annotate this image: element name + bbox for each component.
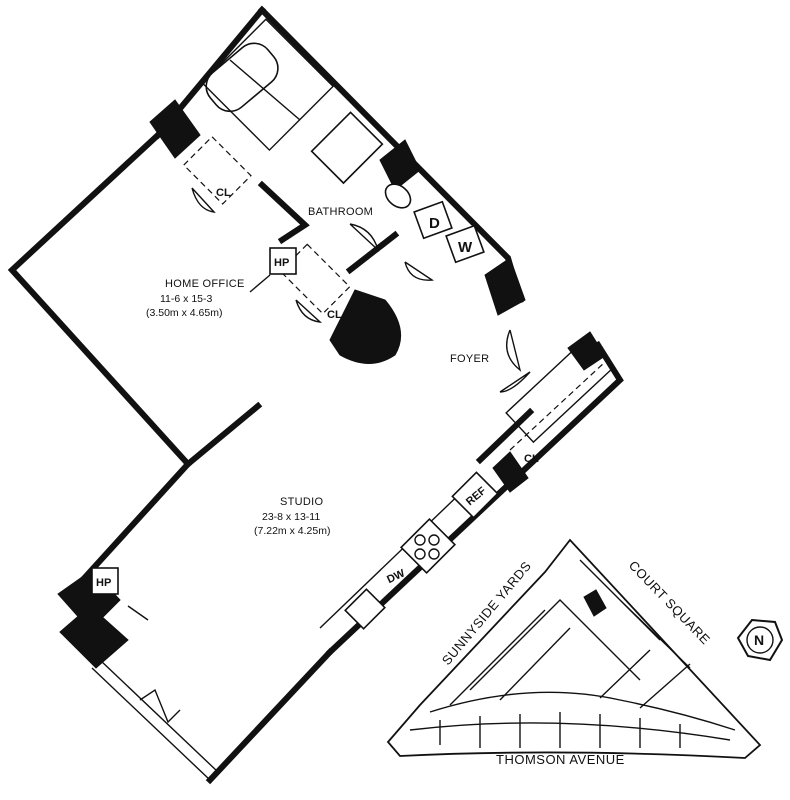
hp-arrow-office bbox=[249, 274, 271, 293]
compass-icon bbox=[736, 618, 784, 662]
burner-2 bbox=[428, 534, 440, 546]
dryer-label: D bbox=[429, 215, 440, 232]
toilet bbox=[384, 183, 412, 209]
site-map: SUNNYSIDE YARDS COURT SQUARE THOMSON AVE… bbox=[386, 538, 784, 767]
closet-bath bbox=[182, 135, 252, 205]
site-lower-blocks bbox=[409, 712, 731, 748]
studio-dim-metric: (7.22m x 4.25m) bbox=[254, 525, 330, 537]
dryer-box bbox=[413, 200, 453, 240]
stove bbox=[399, 517, 457, 575]
closet-foyer-rod bbox=[509, 361, 606, 451]
compass-ring bbox=[746, 626, 774, 654]
home-office-dim-metric: (3.50m x 4.65m) bbox=[146, 307, 222, 319]
window-wall-bottom bbox=[205, 647, 335, 785]
closet-office bbox=[279, 243, 351, 315]
door-closet-office bbox=[295, 299, 323, 323]
door-bathroom bbox=[349, 223, 380, 253]
shower-diagonal bbox=[229, 59, 301, 121]
column-rounded bbox=[329, 289, 402, 364]
burner-1 bbox=[414, 534, 426, 546]
closet-foyer bbox=[505, 336, 615, 444]
site-building-lines bbox=[449, 559, 691, 709]
washer-box bbox=[445, 224, 485, 264]
bath-closet-partition bbox=[345, 230, 400, 275]
studio-label: STUDIO bbox=[280, 496, 323, 508]
street-thomson-avenue: THOMSON AVENUE bbox=[496, 752, 625, 767]
door-foyer-closet bbox=[499, 371, 531, 393]
column-ref bbox=[492, 451, 529, 493]
closet-office-label: CL bbox=[327, 309, 342, 321]
site-unit-marker bbox=[583, 589, 607, 617]
home-office-outer-wall bbox=[7, 130, 193, 469]
home-office-label: HOME OFFICE bbox=[165, 278, 245, 290]
kitchen-counter-edge bbox=[319, 483, 471, 629]
door-foyer-entry bbox=[506, 329, 522, 372]
burner-3 bbox=[414, 548, 426, 560]
hp-arrow-studio bbox=[127, 605, 149, 621]
door-wd-closet bbox=[404, 261, 435, 281]
refrigerator bbox=[451, 471, 499, 519]
burner-4 bbox=[428, 548, 440, 560]
street-court-square: COURT SQUARE bbox=[626, 558, 713, 648]
bathroom-label: BATHROOM bbox=[308, 206, 373, 218]
bathroom-partition bbox=[257, 180, 310, 245]
heat-pump-office-label: HP bbox=[274, 257, 289, 269]
street-sunnyside-yards: SUNNYSIDE YARDS bbox=[439, 558, 534, 668]
site-outline bbox=[386, 538, 762, 759]
column-foyer bbox=[484, 257, 526, 316]
bathroom-sink bbox=[310, 111, 384, 185]
shower-area bbox=[201, 18, 335, 152]
heat-pump-office bbox=[269, 247, 297, 275]
window-line-2 bbox=[99, 659, 219, 773]
foyer-label: FOYER bbox=[450, 353, 489, 365]
kitchen-sink bbox=[344, 588, 386, 630]
column-top-left bbox=[149, 99, 201, 159]
foyer-wall bbox=[475, 407, 535, 465]
bathtub bbox=[205, 42, 279, 113]
column-right-top bbox=[567, 331, 606, 371]
door-closet-bath bbox=[191, 187, 216, 213]
compass-north-label: N bbox=[754, 632, 764, 648]
home-office-dim-imperial: 11-6 x 15-3 bbox=[160, 293, 212, 305]
washer-label: W bbox=[458, 239, 473, 256]
home-office-interior-wall bbox=[183, 401, 263, 469]
heat-pump-studio-label: HP bbox=[96, 577, 111, 589]
closet-bath-label: CL bbox=[216, 187, 231, 199]
floor-plan: HOME OFFICE 11-6 x 15-3 (3.50m x 4.65m) … bbox=[7, 5, 624, 785]
column-bath-right bbox=[379, 139, 421, 191]
window-line-1 bbox=[91, 667, 211, 781]
closet-foyer-label: CL bbox=[524, 453, 539, 465]
column-window bbox=[59, 605, 129, 669]
heat-pump-studio bbox=[91, 567, 119, 595]
site-inner-courtyard bbox=[429, 599, 736, 731]
studio-dim-imperial: 23-8 x 13-11 bbox=[262, 511, 320, 523]
window-mullion bbox=[139, 688, 181, 724]
